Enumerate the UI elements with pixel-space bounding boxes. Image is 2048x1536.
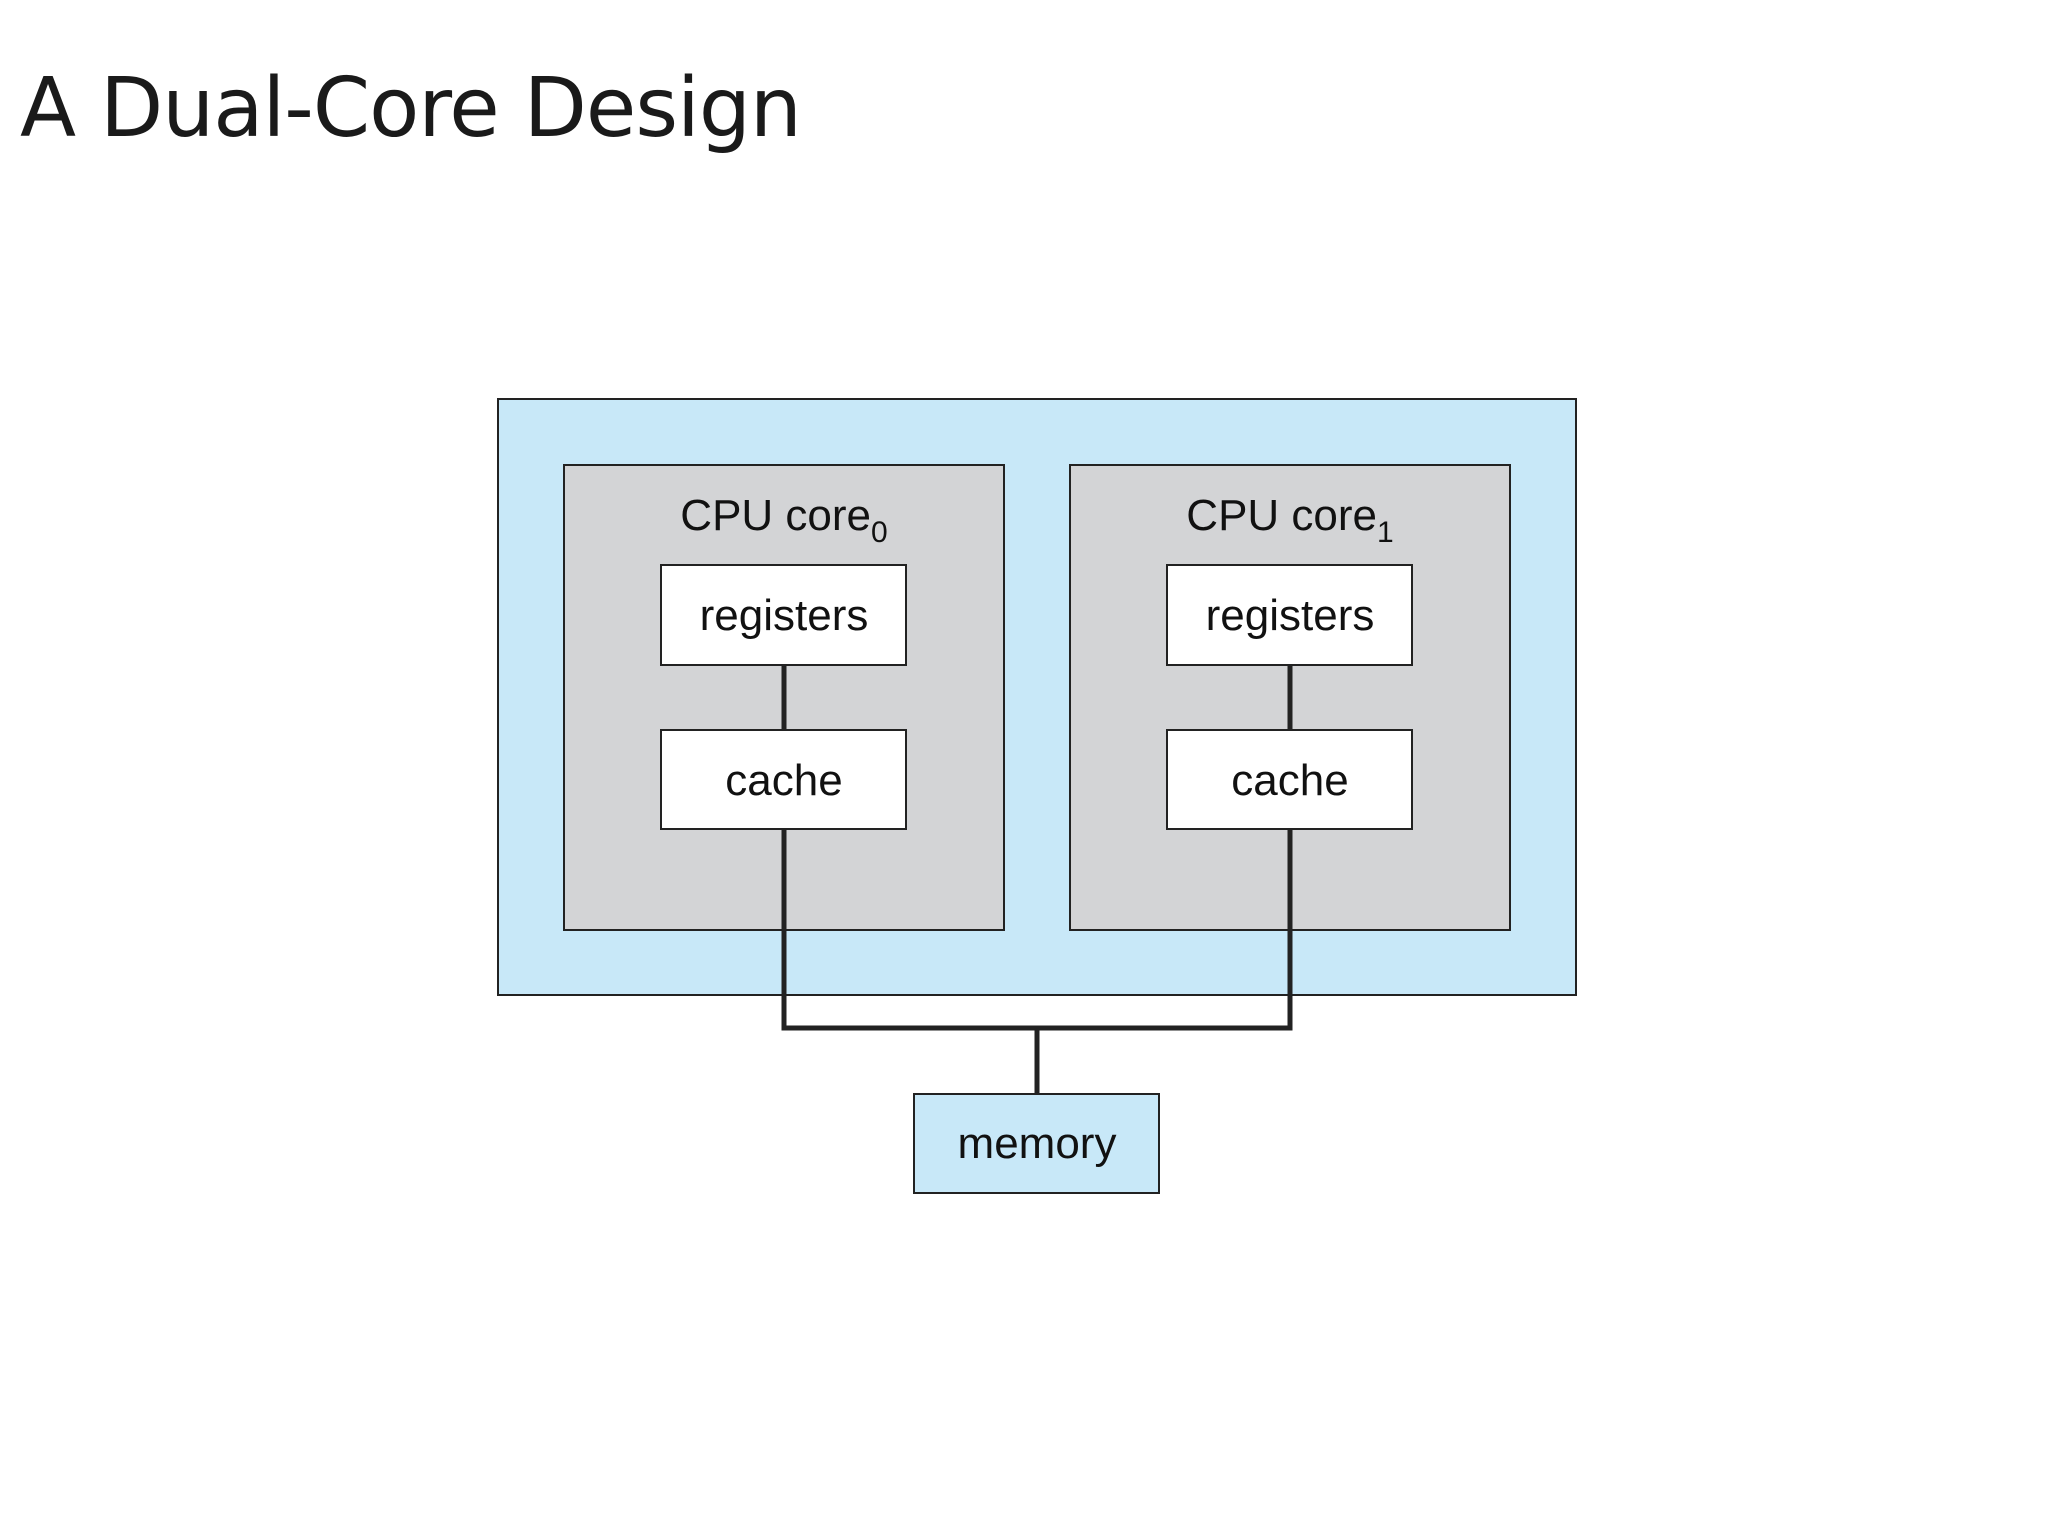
core-1-cache-label: cache — [1231, 756, 1348, 805]
core-1-registers-box — [1166, 564, 1413, 666]
core-1-cache-box — [1166, 729, 1413, 830]
memory-label: memory — [958, 1119, 1117, 1168]
core-0-registers-label: registers — [700, 591, 869, 640]
core-0-cache-label: cache — [725, 756, 842, 805]
core-0-registers-box — [660, 564, 907, 666]
cpu-core-0-title: CPU core0 — [680, 491, 887, 549]
core-1-registers-label: registers — [1206, 591, 1375, 640]
cpu-core-1-title: CPU core1 — [1186, 491, 1393, 549]
slide-title: A Dual-Core Design — [20, 61, 802, 156]
memory-box — [913, 1093, 1160, 1194]
